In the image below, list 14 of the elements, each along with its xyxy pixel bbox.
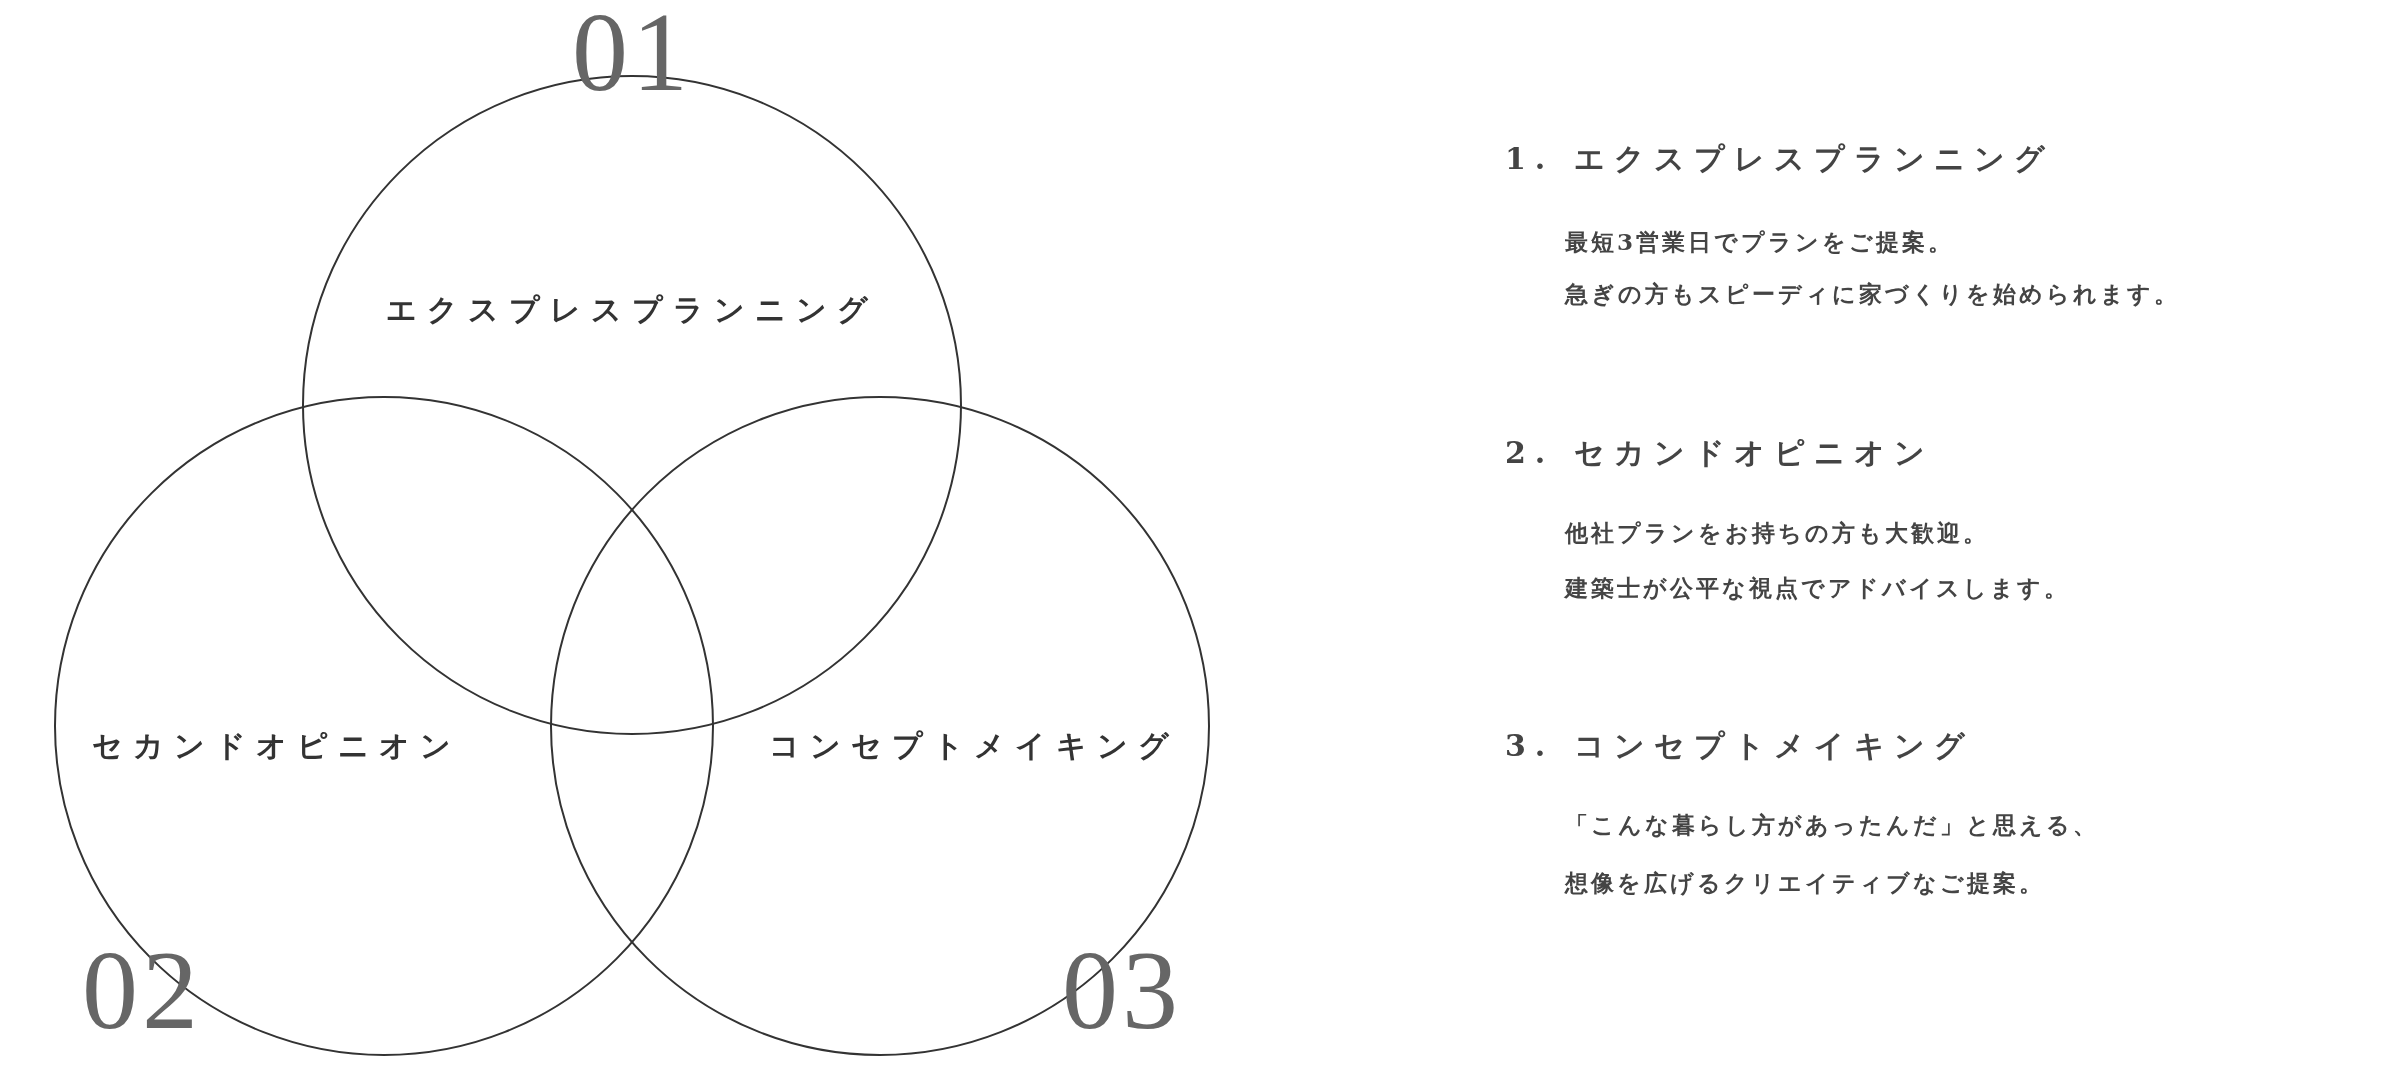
section-heading: 1. エクスプレスプランニング: [1505, 139, 2054, 178]
section-heading: 3. コンセプトメイキング: [1505, 726, 1974, 765]
description-text: 最短3営業日でプランをご提案。: [1565, 226, 1954, 257]
section-heading: 2. セカンドオピニオン: [1505, 433, 1934, 472]
number-label: 03: [1062, 926, 1182, 1054]
description-text: 急ぎの方もスピーディに家づくりを始められます。: [1565, 278, 2180, 309]
description-text: 他社プランをお持ちの方も大歓迎。: [1565, 517, 1989, 548]
circle-label: エクスプレスプランニング: [386, 290, 878, 329]
description-text: 想像を広げるクリエイティブなご提案。: [1565, 867, 2045, 898]
circle-label: コンセプトメイキング: [769, 726, 1179, 765]
circle-label: セカンドオピニオン: [91, 726, 461, 765]
description-text: 「こんな暮らし方があったんだ」と思える、: [1565, 809, 2099, 840]
description-text: 建築士が公平な視点でアドバイスします。: [1565, 572, 2070, 603]
number-label: 02: [82, 926, 202, 1054]
